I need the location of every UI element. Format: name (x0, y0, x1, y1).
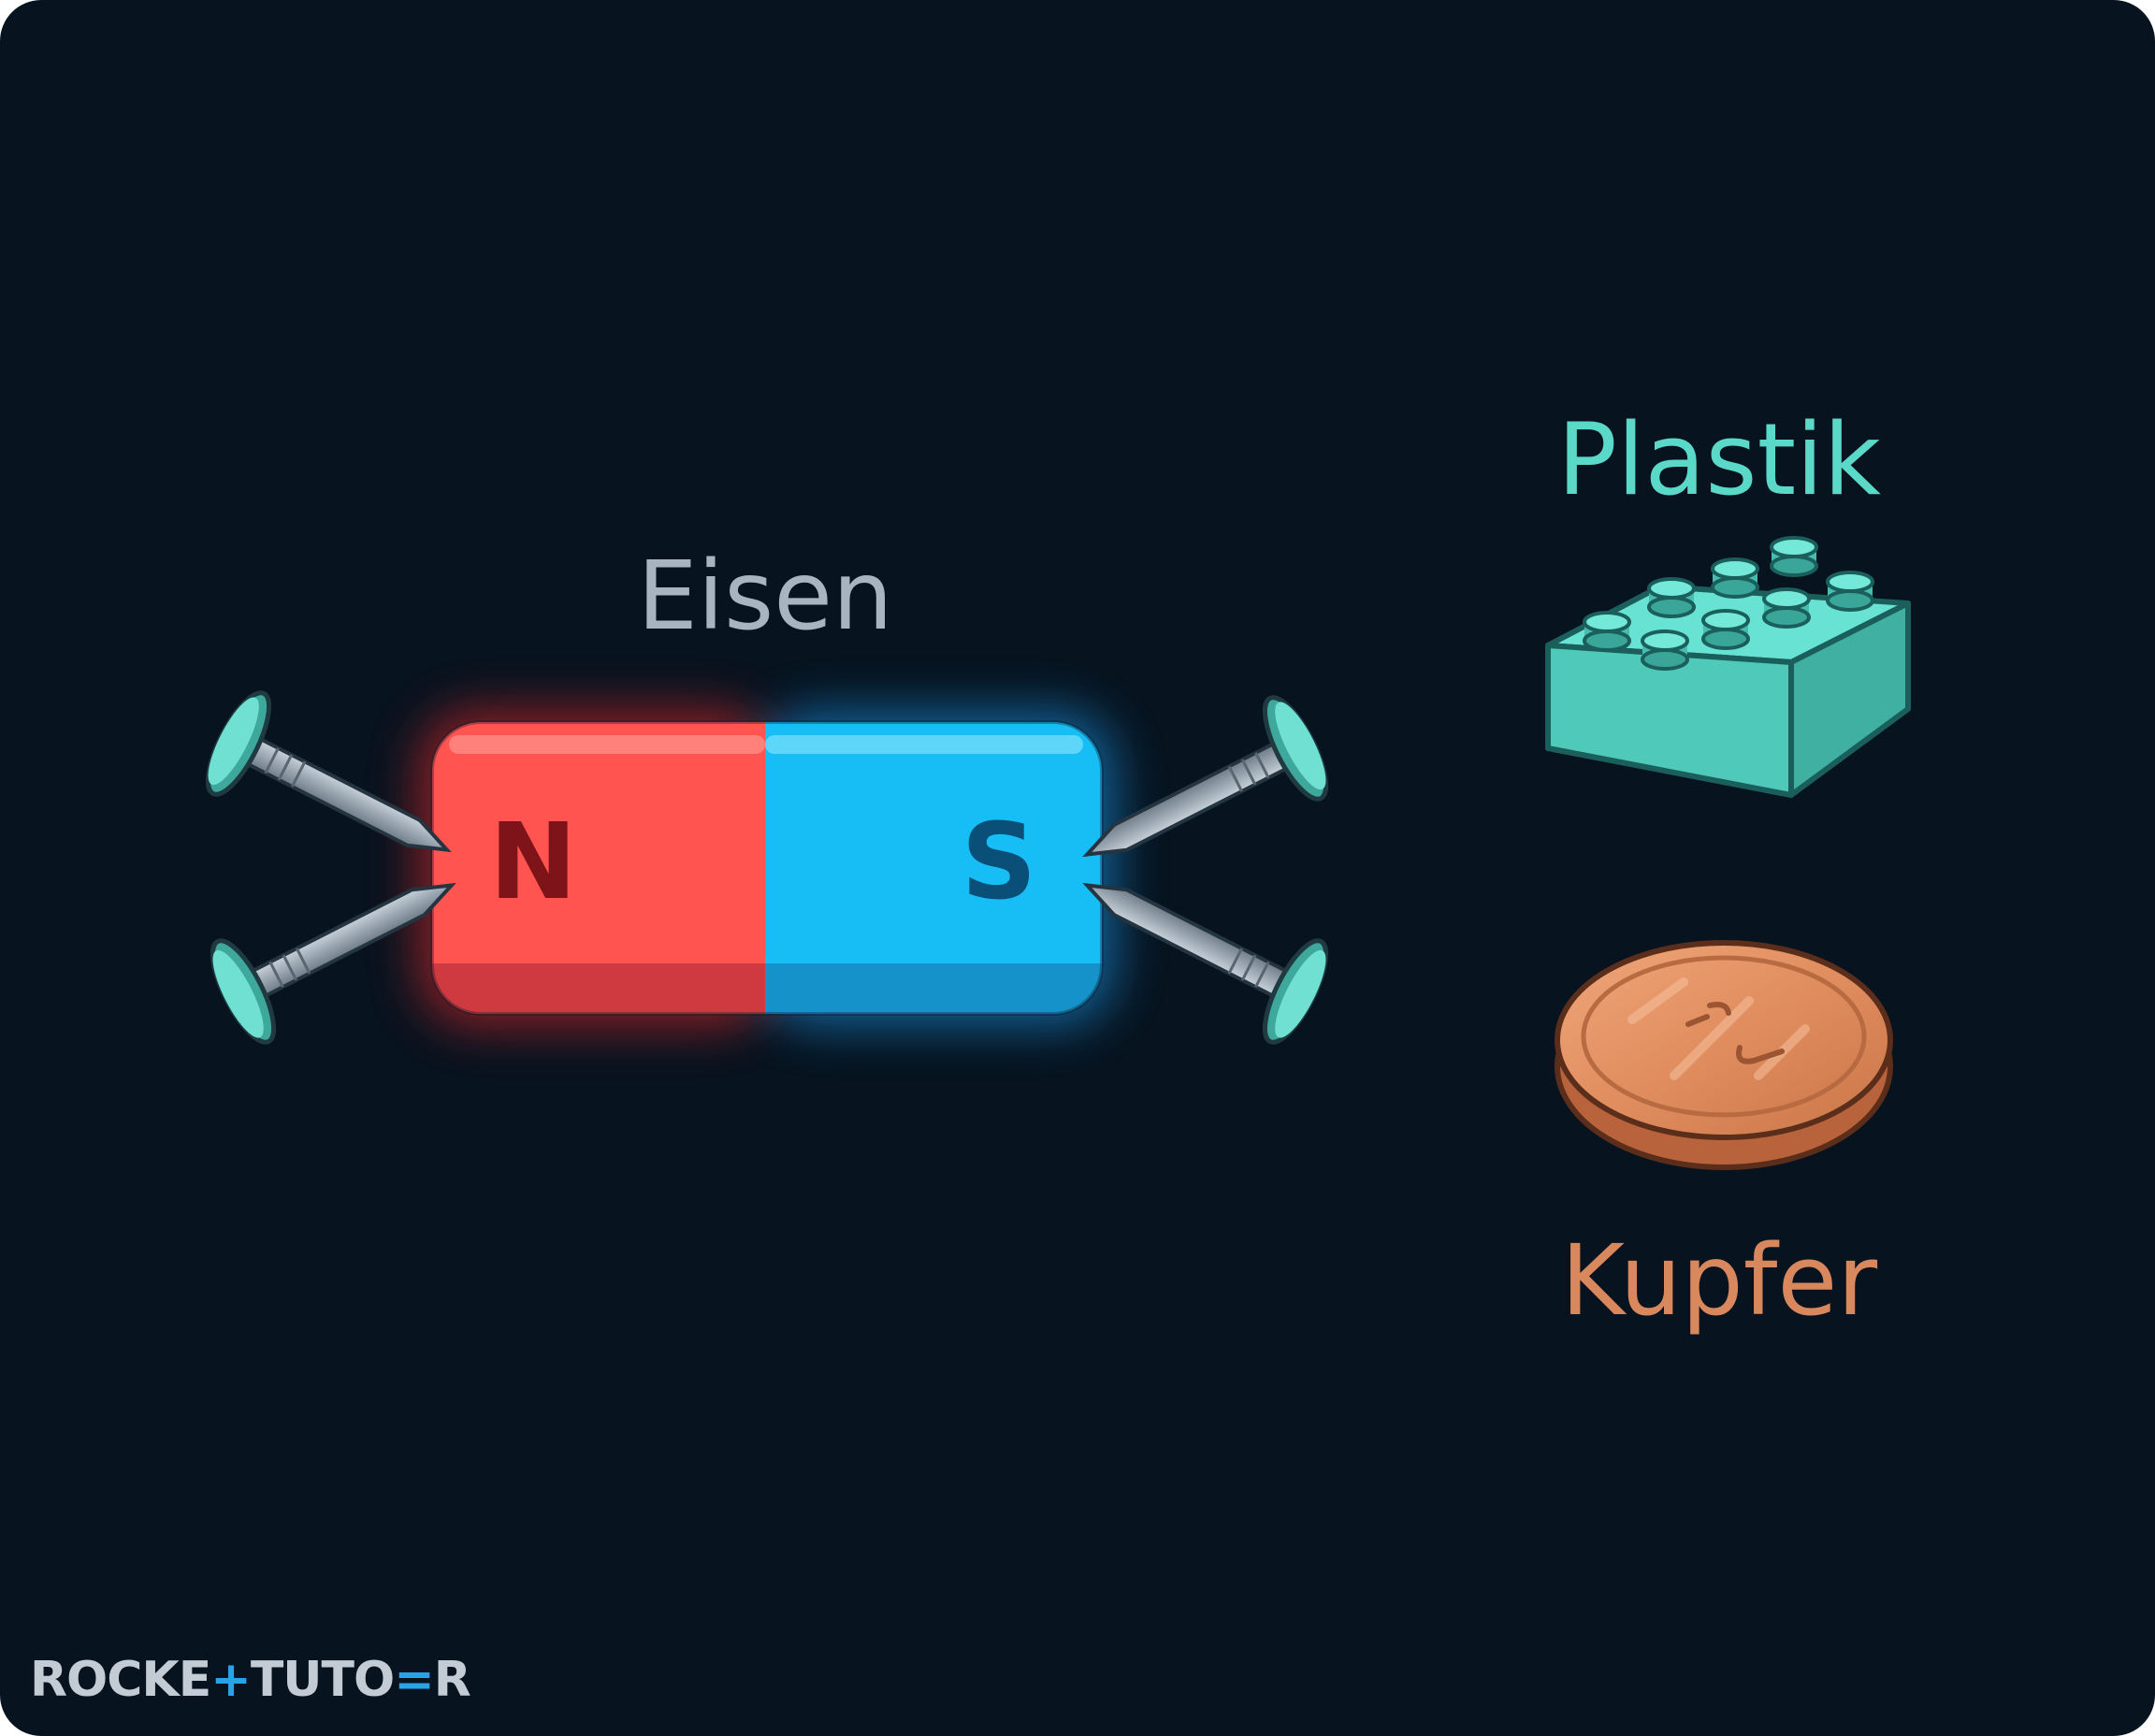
copper-label: Kupfer (1561, 1223, 1878, 1338)
iron-nail (210, 882, 456, 1045)
brick-studs (1583, 536, 1874, 671)
plastic-label: Plastik (1557, 402, 1882, 517)
iron-nail (205, 690, 452, 853)
iron-nail (1082, 882, 1329, 1045)
brand-logo: ROCKE+TUTO=R (30, 1652, 471, 1708)
iron-nails (205, 690, 1329, 1045)
copper-coin (1555, 940, 1893, 1170)
south-pole-label: S (962, 802, 1037, 923)
bar-magnet: N S (430, 720, 1104, 1016)
iron-label: Eisen (637, 541, 892, 652)
iron-nail (1082, 695, 1329, 858)
north-pole-label: N (489, 802, 577, 923)
plastic-brick (1545, 536, 1911, 798)
